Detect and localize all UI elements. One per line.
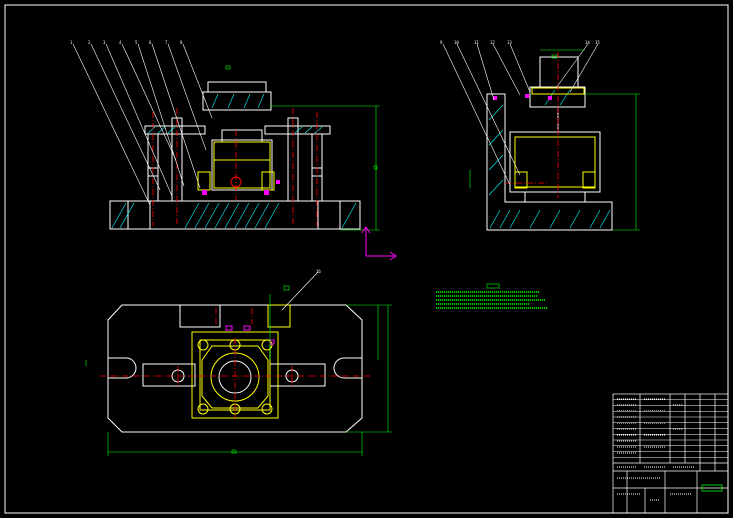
top-view-dimensions xyxy=(85,285,392,456)
title-block-drawing-number xyxy=(701,484,723,492)
balloon-15: 15 xyxy=(595,40,600,45)
side-view-centerlines xyxy=(505,52,559,198)
front-view-dimensions xyxy=(225,65,380,231)
top-view-accent xyxy=(225,325,275,345)
balloon-3: 3 xyxy=(103,40,106,45)
balloon-8: 8 xyxy=(180,40,183,45)
title-block xyxy=(612,393,729,514)
side-view-balloons: 9 10 11 12 13 14 15 xyxy=(440,40,600,45)
front-view-balloons: 1 2 3 4 5 6 7 8 xyxy=(70,40,183,45)
side-view-leaders xyxy=(442,43,599,186)
balloon-6: 6 xyxy=(149,40,152,45)
balloon-13: 13 xyxy=(507,40,512,45)
coordinate-axes xyxy=(361,226,397,261)
balloon-1: 1 xyxy=(70,40,73,45)
notes-heading-box xyxy=(486,283,500,289)
drawing-frame xyxy=(4,4,729,514)
top-view-parts xyxy=(191,304,291,419)
top-view-leader xyxy=(281,271,319,311)
balloon-4: 4 xyxy=(119,40,122,45)
balloon-2: 2 xyxy=(88,40,91,45)
title-block-rows xyxy=(613,399,728,458)
side-view-hatch xyxy=(488,89,611,229)
balloon-7: 7 xyxy=(165,40,168,45)
balloon-9: 9 xyxy=(440,40,443,45)
top-view-centerlines xyxy=(100,308,370,418)
balloon-16: 16 xyxy=(316,269,321,274)
side-view xyxy=(486,56,613,231)
balloon-10: 10 xyxy=(454,40,459,45)
side-view-dimensions xyxy=(469,49,640,231)
front-view xyxy=(109,81,361,230)
technical-notes xyxy=(436,291,548,309)
balloon-12: 12 xyxy=(490,40,495,45)
front-view-centerlines xyxy=(152,108,318,226)
front-view-hatch xyxy=(111,93,357,229)
front-view-accent xyxy=(202,180,280,195)
balloon-14: 14 xyxy=(585,40,590,45)
front-view-leaders xyxy=(72,43,213,206)
title-block-text xyxy=(617,398,695,501)
side-view-accent xyxy=(493,94,552,100)
side-view-parts xyxy=(514,87,596,189)
balloon-11: 11 xyxy=(474,40,479,45)
balloon-5: 5 xyxy=(135,40,138,45)
